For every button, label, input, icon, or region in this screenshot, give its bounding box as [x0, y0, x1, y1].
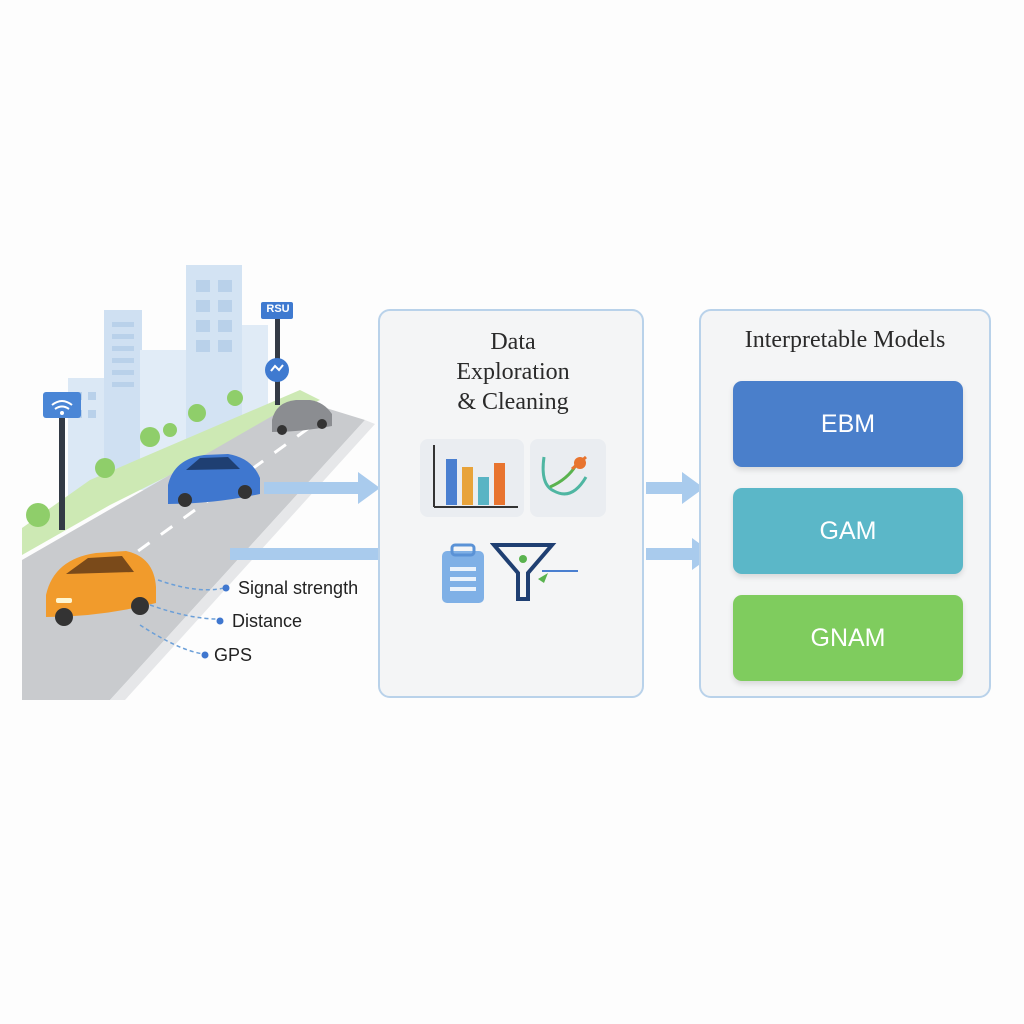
orange-car: [46, 551, 156, 626]
road: [22, 400, 365, 700]
feature-label-signal-strength: Signal strength: [238, 578, 359, 598]
exploration-title-line-2: Exploration: [456, 359, 570, 385]
city-skyline: [68, 265, 268, 498]
rsu-pole: [261, 302, 293, 405]
interpretable-models-panel: Interpretable Models EBM GAM GNAM: [699, 309, 991, 698]
exploration-title-line-1: Data: [490, 329, 536, 355]
bar-2: [462, 467, 473, 505]
arrow-road-to-exploration-1: [264, 472, 380, 504]
models-title: Interpretable Models: [744, 327, 946, 353]
bar-3: [478, 477, 489, 505]
model-gnam-box: GNAM: [733, 595, 963, 681]
arrow-exploration-to-models-1: [646, 472, 704, 504]
clipboard-icon: [438, 541, 488, 610]
rsu-sign-label: RSU: [266, 303, 290, 315]
trees: [26, 390, 243, 527]
model-gam-box: GAM: [733, 488, 963, 574]
lane-markings: [69, 418, 321, 602]
bar-chart-icon: [433, 445, 518, 508]
bar-chart-tile: [420, 439, 524, 517]
scatter-tile: [530, 439, 606, 517]
feature-label-distance: Distance: [232, 611, 303, 631]
feature-connectors: [139, 579, 225, 655]
grass-strip: [22, 390, 320, 555]
feature-label-gps: GPS: [214, 645, 253, 665]
data-exploration-panel: Data Exploration & Cleaning: [378, 309, 644, 698]
exploration-title: Data Exploration & Cleaning: [413, 327, 613, 417]
bar-1: [446, 459, 457, 505]
filter-funnel-icon: [489, 543, 586, 610]
model-ebm-box: EBM: [733, 381, 963, 467]
blue-car: [168, 454, 260, 507]
gray-car: [272, 400, 332, 435]
bar-4: [494, 463, 505, 505]
feature-dots: [201, 584, 230, 659]
exploration-title-line-3: & Cleaning: [457, 389, 569, 415]
wifi-pole: [43, 392, 81, 530]
curve-icon: [541, 455, 588, 496]
